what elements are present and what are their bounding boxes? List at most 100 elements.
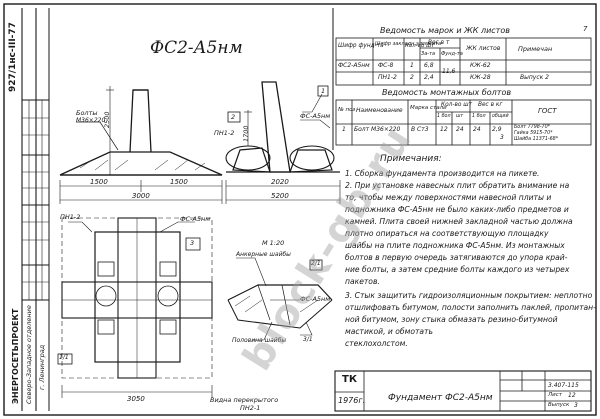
dim-2020: 2020 [271, 178, 289, 186]
org-subtitle: Северо-Западное отделение [25, 305, 33, 404]
frame-border [3, 3, 597, 416]
bolts-sub-a: 1 бол [437, 114, 451, 119]
bolts-r-pos: 1 [342, 126, 346, 133]
marks-h-weight: Вес в т [428, 40, 450, 46]
bolts-sub-c: 1 бол [472, 114, 486, 119]
bolts-r-q2: 24 [456, 126, 464, 133]
dim-1500-right: 1500 [170, 178, 188, 186]
notes-line-14: мастикой, и обмотать [345, 327, 433, 336]
bolts-sub-b: шт [456, 114, 464, 119]
dim-v-2500: 2500 [103, 111, 111, 128]
bolts-table-title: Ведомость монтажных болтов [382, 88, 512, 97]
marks-r2-c7: Выпуск 2 [520, 74, 549, 81]
bolts-h-weight: Вес в кг [478, 102, 503, 108]
marks-r2-c2: ПН1-2 [378, 74, 397, 81]
label-pn-b: ПН1-2 [60, 213, 81, 221]
callout-2-1: 2/1 [311, 260, 321, 267]
notes-line-1: 1. Сборка фундамента производится на пик… [345, 169, 540, 178]
marks-r1-c2: ФС-8 [378, 62, 394, 69]
tb-issue-num: 3 [574, 402, 578, 409]
callout-1: 1 [321, 87, 326, 95]
dim-v-1700: 1700 [242, 125, 250, 142]
bolts-r-name: Болт М36×220 [354, 126, 401, 133]
dim-5200: 5200 [271, 192, 289, 200]
marks-h-qty: Кол-во шт [405, 43, 435, 49]
detail-view [227, 257, 333, 341]
tb-stamp: ТК [342, 374, 357, 385]
bolts-gost-3: Шайба 11371-68* [514, 137, 559, 142]
marks-r2-c5: 11,6 [442, 68, 456, 75]
bolts-h-gost: ГОСТ [538, 107, 557, 115]
notes-line-15: стеклохолстом. [345, 339, 408, 348]
notes-line-10: пакетов. [345, 277, 380, 286]
bottom-mark: ПН2-1 [240, 404, 261, 412]
notes-title: Примечания: [380, 154, 442, 164]
tb-year: 1976г. [338, 396, 366, 405]
label-fs-a: ФС-А5нм [300, 112, 331, 120]
org-name: ЭНЕРГОСЕТЬПРОЕКТ [11, 308, 20, 404]
notes-line-2: 2. При установке навесных плит обратить … [345, 181, 570, 190]
section-view [225, 81, 341, 204]
bolts-r-q1: 12 [440, 126, 448, 133]
notes-line-6: плотно опираться на соответствующую площ… [345, 229, 549, 238]
notes-line-8: болтов в первую очередь затягиваются до … [345, 253, 568, 262]
bolts-gost-2: Гайка 5915-70* [514, 131, 553, 136]
tb-sheet-num: 12 [568, 392, 576, 399]
marks-h-w-a: За-та [421, 51, 436, 57]
bolts-table-grid [335, 99, 592, 146]
marks-r2-c4: 2,4 [424, 74, 434, 81]
bottom-note: Видна перекрытого [210, 396, 279, 404]
marks-r2-c6: КЖ-28 [470, 74, 491, 81]
callout-1-1: 1/1 [59, 354, 69, 361]
title-block-grid [334, 370, 592, 412]
dim-3050: 3050 [127, 395, 145, 403]
marks-table-grid [335, 37, 592, 86]
vertical-code: 927/1нс-III-77 [8, 22, 18, 92]
label-fs-c: ФС-А5нм [300, 295, 331, 303]
notes-line-9: ние болты, а затем средние болты каждого… [345, 265, 570, 274]
tb-sheet-label: Лист [548, 392, 562, 398]
callout-3: 3 [190, 239, 195, 247]
marks-h-w-b: Фунд-та [441, 51, 463, 57]
marks-r1-c4: 6,8 [424, 62, 434, 69]
tb-code: 3.407-115 [548, 382, 579, 389]
anchor-washers: Анкерные шайбы [236, 251, 291, 258]
bolts-h-pos: № поз [338, 107, 356, 113]
dim-1500-left: 1500 [90, 178, 108, 186]
notes-line-4: подножника ФС-А5нм не было каких-либо пр… [345, 205, 569, 214]
org-city: г. Ленинград [38, 344, 46, 390]
bolts-size: М36×220 [76, 117, 106, 124]
callout-2: 2 [231, 113, 236, 121]
notes-line-5: камней. Плита своей нижней закладной час… [345, 217, 573, 226]
tb-issue-label: Выпуск [548, 402, 570, 408]
scale-label: М 1:20 [262, 239, 285, 247]
bolts-h-qty: Кол-во шт [441, 102, 472, 108]
marks-r1-c3: 1 [410, 62, 414, 69]
bolts-r-steel: В Ст3 [411, 126, 429, 133]
bolts-sub-d: общий [492, 114, 509, 119]
notes-line-12: отшлифовать битумом, полости заполнить п… [345, 303, 596, 312]
marks-table-title: Ведомость марок и ЖК листов [380, 26, 510, 35]
marks-r1-c1: ФС2-А5нм [338, 62, 370, 69]
callout-3-1: 3/1 [303, 336, 313, 343]
elevation-view [59, 86, 223, 204]
bolts-r-q3: 24 [473, 126, 481, 133]
dim-3000: 3000 [132, 192, 150, 200]
marks-r2-c3: 2 [410, 74, 414, 81]
bolts-gost-1: Болт 7798-70* [514, 125, 551, 130]
bolts-h-steel: Марка стали [410, 105, 447, 111]
sheet-mark: 7 [583, 25, 588, 33]
half-washer: Половина шайбы [232, 337, 287, 344]
marks-h-sheets: ЖК листов [466, 45, 501, 52]
bolts-label: Болты [76, 109, 98, 117]
marks-h-code: Шифр фунд-та [338, 43, 384, 49]
notes-line-3: то, чтобы между поверхностями навесной п… [345, 193, 552, 202]
drawing-title: ФС2-А5нм [150, 38, 243, 58]
notes-line-11: 3. Стык защитить гидроизоляционным покры… [345, 291, 593, 300]
notes-line-13: ной битумом, зону стыка обмазать резино-… [345, 315, 558, 324]
bolts-r-w1: 2,9 [492, 126, 502, 133]
notes-line-7: шайбы на плите подножника ФС-А5нм. Из мо… [345, 241, 565, 250]
marks-h-element: Шифр закладн элемента [375, 41, 442, 47]
plan-view [57, 217, 213, 398]
